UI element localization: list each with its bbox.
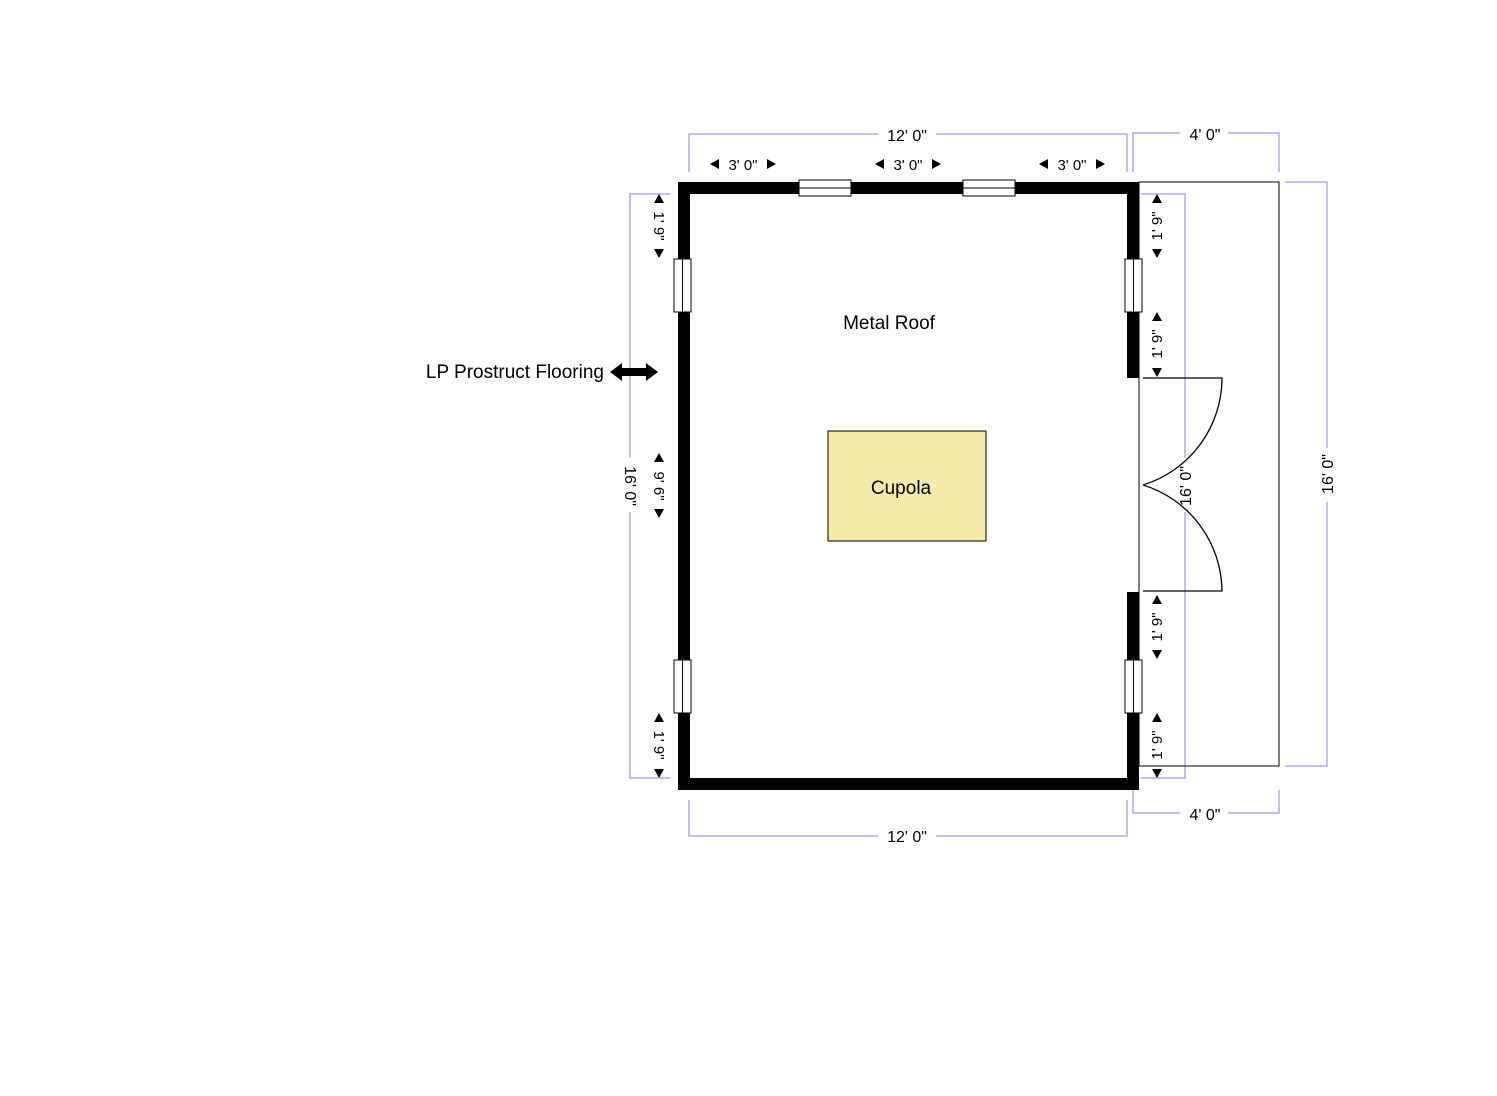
svg-text:3' 0": 3' 0" <box>893 157 922 174</box>
svg-text:1' 9": 1' 9" <box>1149 329 1166 358</box>
window <box>1124 258 1143 313</box>
window <box>673 659 692 714</box>
porch-outline <box>1138 181 1280 767</box>
svg-text:9' 6": 9' 6" <box>650 471 667 500</box>
double-arrow-icon <box>610 363 658 381</box>
double-door <box>1142 377 1223 592</box>
dim-porch-bottom: 4' 0" <box>1190 807 1221 824</box>
window <box>962 179 1016 197</box>
dimension-lines <box>629 132 1328 837</box>
windows <box>673 179 1143 714</box>
svg-text:3' 0": 3' 0" <box>1057 157 1086 174</box>
dim-porch-top: 4' 0" <box>1190 127 1221 144</box>
svg-text:1' 9": 1' 9" <box>1149 612 1166 641</box>
dim-right-inner-overall: 16' 0" <box>1178 466 1195 506</box>
left-segments: 1' 9" 9' 6" 1' 9" <box>650 194 667 778</box>
cupola-label: Cupola <box>871 478 932 499</box>
dim-porch-length: 16' 0" <box>1320 454 1337 494</box>
window <box>798 179 852 197</box>
svg-text:1' 9": 1' 9" <box>650 211 667 240</box>
roof-label: Metal Roof <box>843 313 936 334</box>
dim-bottom-overall: 12' 0" <box>887 829 927 846</box>
walls <box>678 182 1139 790</box>
right-segments: 1' 9" 1' 9" 1' 9" 1' 9" <box>1149 194 1166 778</box>
window <box>1124 659 1143 714</box>
top-window-spacing: 3' 0" 3' 0" 3' 0" <box>710 157 1105 174</box>
cupola <box>827 430 987 542</box>
flooring-label: LP Prostruct Flooring <box>426 362 604 383</box>
svg-text:1' 9": 1' 9" <box>1149 211 1166 240</box>
svg-text:1' 9": 1' 9" <box>650 730 667 759</box>
svg-text:1' 9": 1' 9" <box>1149 730 1166 759</box>
svg-text:3' 0": 3' 0" <box>728 157 757 174</box>
dim-top-overall: 12' 0" <box>887 128 927 145</box>
window <box>673 258 692 313</box>
dim-left-overall: 16' 0" <box>621 466 638 506</box>
